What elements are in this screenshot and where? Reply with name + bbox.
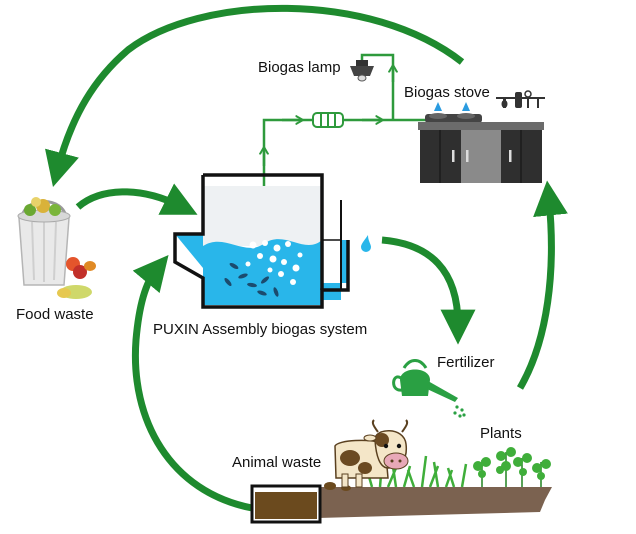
ceiling-lamp-icon bbox=[350, 60, 374, 82]
ground-soil bbox=[250, 482, 552, 524]
label-fertilizer: Fertilizer bbox=[437, 354, 495, 371]
label-biogas-stove: Biogas stove bbox=[404, 84, 490, 101]
label-biogas-system: PUXIN Assembly biogas system bbox=[153, 321, 368, 338]
gas-stove-icon bbox=[418, 90, 545, 183]
label-plants: Plants bbox=[480, 425, 522, 442]
label-biogas-lamp: Biogas lamp bbox=[258, 59, 341, 76]
watering-can-icon bbox=[392, 359, 466, 418]
cow-icon bbox=[334, 419, 409, 488]
arrow-stove-to-foodwaste bbox=[45, 4, 465, 187]
gas-filter-icon bbox=[312, 112, 344, 128]
arrow-plants-to-stove bbox=[516, 180, 568, 390]
food-bin-icon bbox=[17, 197, 96, 299]
label-animal-waste: Animal waste bbox=[232, 454, 322, 471]
biogas-digester-tank bbox=[173, 173, 350, 309]
label-food-waste: Food waste bbox=[16, 306, 94, 323]
arrow-foodwaste-to-system bbox=[75, 183, 198, 215]
arrow-animalwaste-to-system bbox=[131, 254, 253, 512]
water-drop-icon bbox=[361, 235, 371, 252]
seedling-icon bbox=[473, 447, 551, 487]
arrow-system-to-fertilizer bbox=[381, 236, 476, 345]
